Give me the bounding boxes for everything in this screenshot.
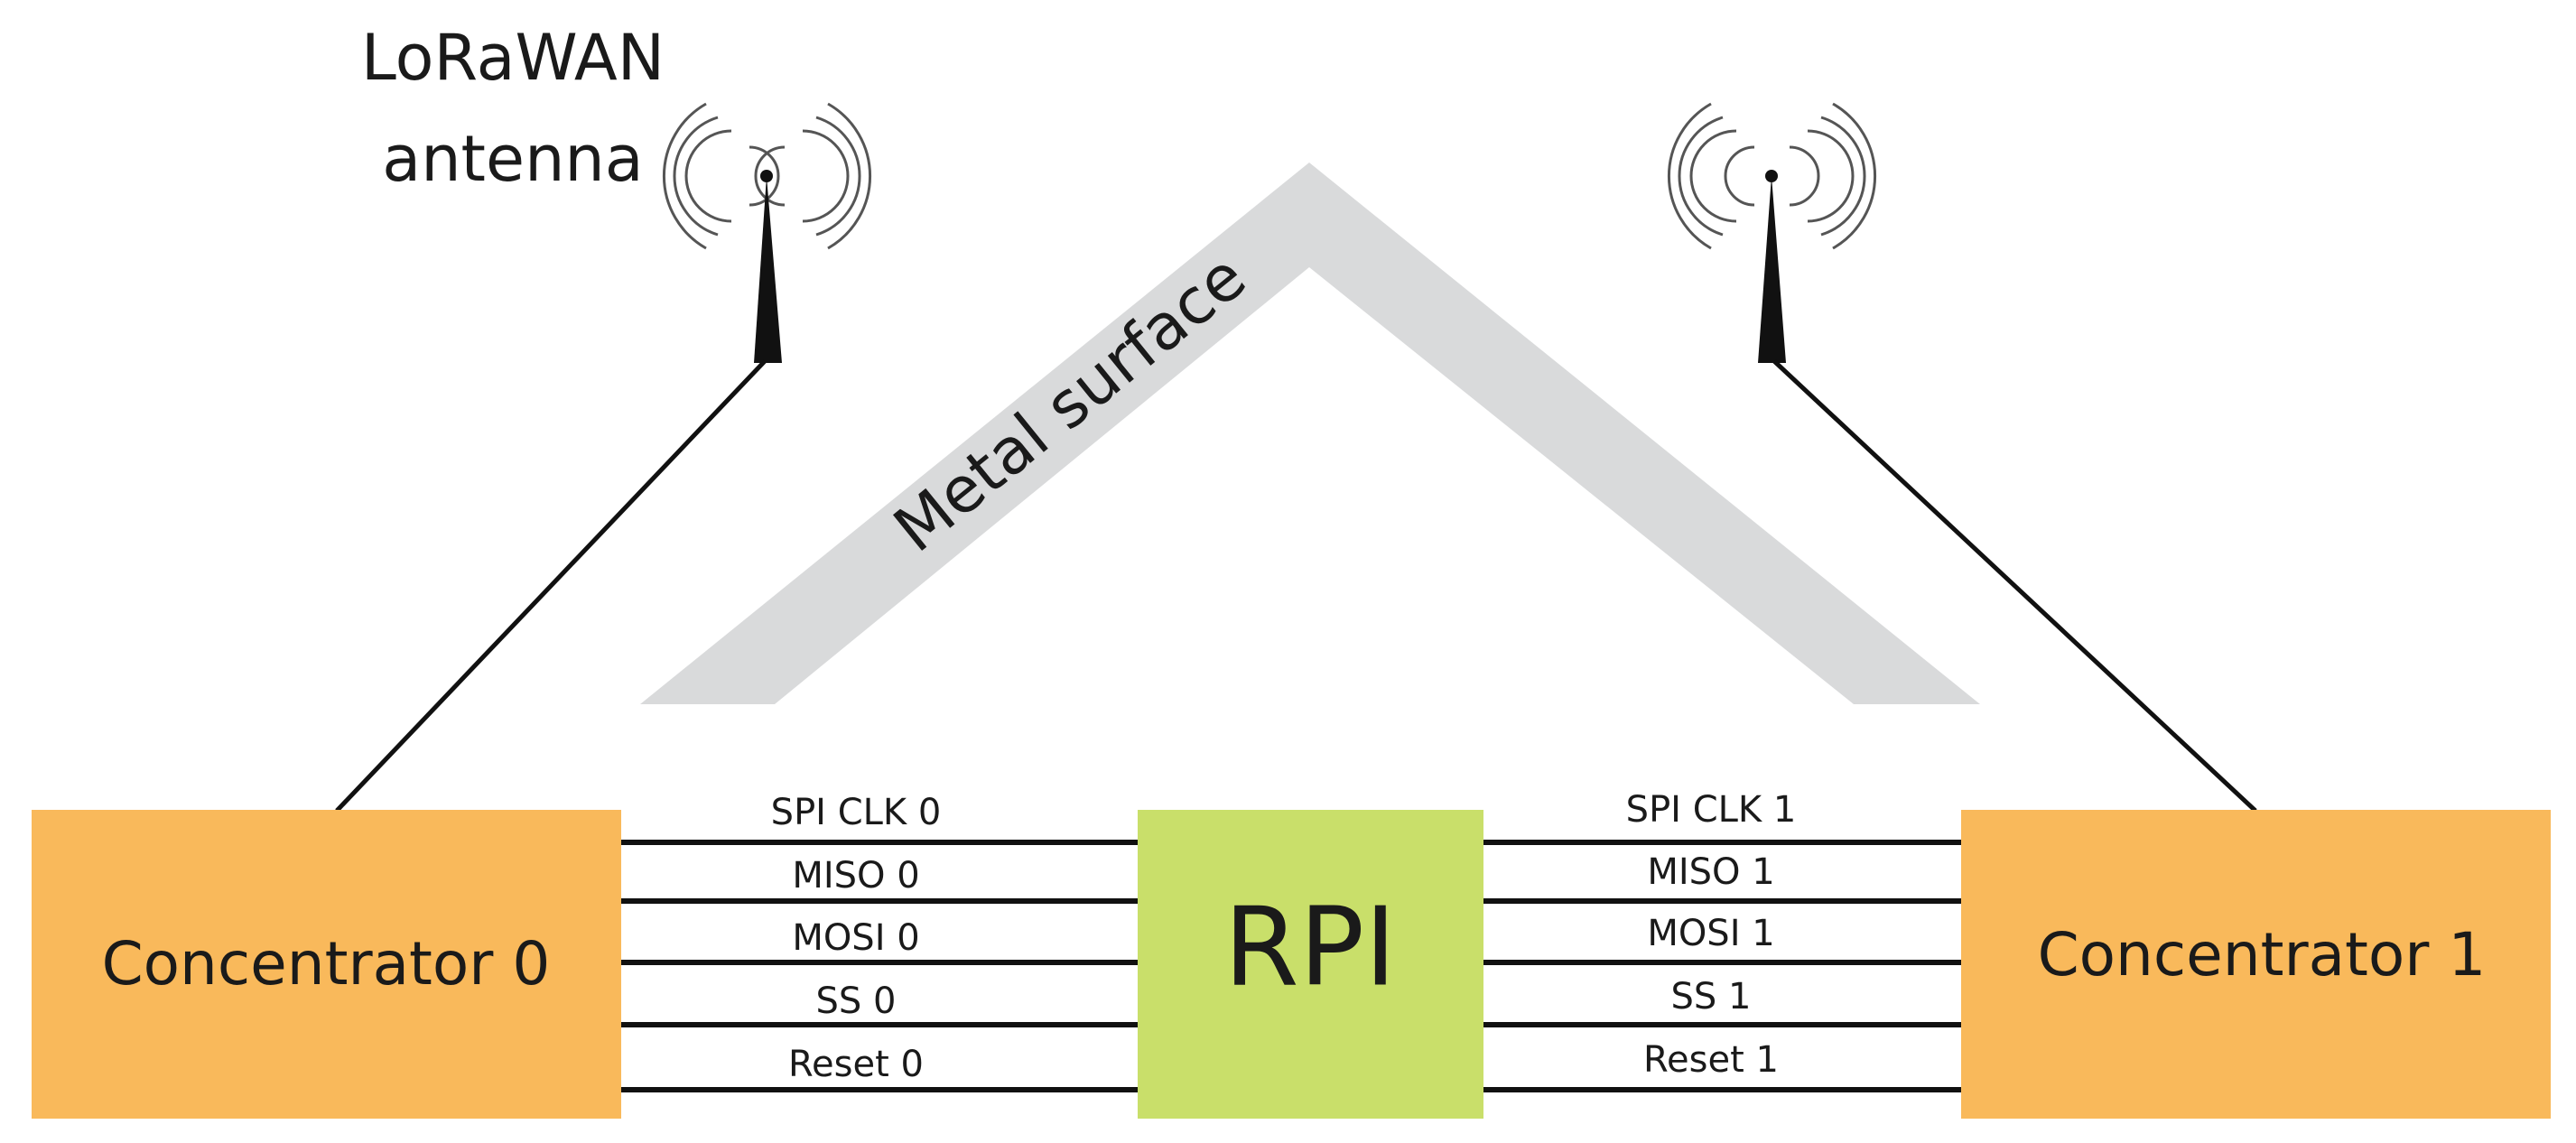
signal-label-ss-1: SS 1: [1671, 976, 1752, 1018]
antenna-icon: [663, 102, 871, 363]
antenna-feed-line-right: [1772, 359, 2257, 813]
metal-surface: [640, 163, 1980, 704]
rpi-label: RPI: [1223, 886, 1396, 1011]
signal-label-spi-clk-0: SPI CLK 0: [771, 792, 942, 833]
concentrator-0-label: Concentrator 0: [102, 929, 551, 999]
bus-wires-left: [621, 840, 1138, 1092]
antenna-icon: [1668, 102, 1876, 363]
signal-label-reset-1: Reset 1: [1643, 1039, 1779, 1081]
signal-label-mosi-1: MOSI 1: [1647, 913, 1774, 954]
signal-label-reset-0: Reset 0: [788, 1044, 924, 1085]
concentrator-1-box: [1961, 810, 2551, 1119]
signal-label-mosi-0: MOSI 0: [792, 917, 919, 959]
antenna-label-line2: antenna: [382, 122, 643, 196]
metal-surface-label: Metal surface: [880, 239, 1260, 566]
signal-label-spi-clk-1: SPI CLK 1: [1626, 789, 1797, 831]
signal-label-ss-0: SS 0: [816, 980, 897, 1022]
bus-wires-right: [1483, 840, 1961, 1092]
concentrator-1-label: Concentrator 1: [2038, 920, 2487, 990]
rpi-box: [1138, 810, 1483, 1119]
signal-label-miso-1: MISO 1: [1647, 851, 1774, 893]
antenna-label-line1: LoRaWAN: [361, 21, 665, 95]
concentrator-0-box: [32, 810, 621, 1119]
signal-label-miso-0: MISO 0: [792, 855, 919, 897]
antenna-feed-line-left: [335, 359, 767, 813]
